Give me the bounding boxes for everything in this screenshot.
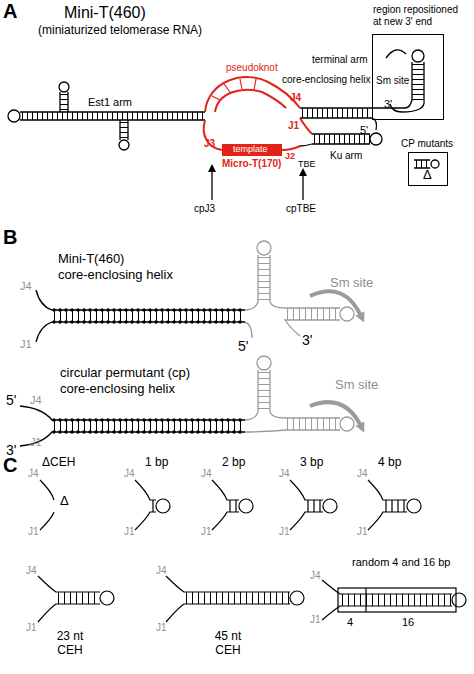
cp-sm-region	[245, 356, 362, 432]
length-label: 4	[347, 616, 353, 629]
end-label: 5'	[6, 392, 16, 408]
domain-label: pseudoknot	[226, 62, 278, 74]
box-heading: CP mutants	[401, 138, 453, 150]
junction-label: J1	[26, 622, 37, 634]
template-label: template	[233, 144, 268, 154]
construct-name: Mini-T(460)	[58, 252, 124, 267]
junction-label: J1	[310, 614, 321, 626]
junction-label: J1	[201, 526, 212, 538]
mutant-name: 45 nt CEH	[206, 630, 250, 658]
junction-label: J1	[30, 436, 42, 449]
junction-label: J4	[28, 468, 39, 480]
construct-subtitle: core-enclosing helix	[60, 382, 175, 397]
ceh-mutants	[38, 480, 466, 622]
junction-label: J4	[201, 468, 212, 480]
mutant-name: 4 bp	[378, 456, 401, 470]
deletion-mark: Δ	[423, 168, 432, 183]
permutation-site: cpTBE	[286, 203, 316, 215]
junction-label: J4	[357, 468, 368, 480]
mutant-box: CP mutantsΔ	[408, 152, 448, 186]
construct-subtitle: core-enclosing helix	[58, 268, 173, 283]
junction-label: J2	[285, 151, 295, 161]
permutation-site: cpJ3	[194, 203, 215, 215]
junction-label: J4	[156, 565, 167, 577]
panel-letter: B	[3, 226, 17, 249]
arm-label: terminal arm	[312, 54, 368, 66]
junction-label: J1	[279, 526, 290, 538]
junction-label: J1	[288, 120, 299, 132]
ceh-structure	[36, 290, 245, 342]
junction-label: J1	[20, 338, 32, 351]
sm-site-label: Sm site	[376, 75, 409, 87]
cp-ceh-structure	[20, 406, 245, 446]
arm-label: Ku arm	[330, 150, 362, 162]
panel-letter: C	[3, 454, 17, 477]
mutant-name: random 4 and 16 bp	[352, 556, 450, 569]
sm-site-label: Sm site	[335, 378, 378, 393]
mutant-name: 23 nt CEH	[48, 630, 92, 658]
region-box: region repositioned at new 3' endSm site	[372, 34, 444, 120]
mutant-name: ΔCEH	[42, 456, 75, 470]
junction-label: J1	[124, 526, 135, 538]
end-label: 3'	[302, 332, 312, 348]
sm-site-label: Sm site	[330, 276, 373, 291]
end-label: 3'	[384, 98, 392, 111]
mutant-name: 1 bp	[145, 456, 168, 470]
junction-label: J1	[357, 526, 368, 538]
mutant-name: 2 bp	[222, 456, 245, 470]
junction-label: J4	[310, 570, 321, 582]
construct-name: Mini-T(460)	[64, 4, 146, 22]
end-label: 5'	[238, 338, 248, 354]
construct-name: circular permutant (cp)	[60, 366, 190, 381]
junction-label: J1	[28, 526, 39, 538]
junction-label: J4	[30, 394, 42, 407]
junction-label: J4	[20, 280, 32, 293]
panel-letter: A	[3, 0, 17, 23]
deletion-mark: Δ	[60, 494, 69, 509]
element-label: TBE	[298, 159, 316, 169]
mini-t-structure	[8, 50, 439, 200]
junction-label: J1	[156, 622, 167, 634]
arm-label: Est1 arm	[88, 96, 132, 109]
micro-t-core	[204, 77, 312, 156]
junction-label: J4	[290, 92, 301, 104]
core-name: Micro-T(170)	[222, 158, 281, 170]
junction-label: J4	[26, 565, 37, 577]
mutant-name: 3 bp	[300, 456, 323, 470]
length-label: 16	[402, 616, 414, 629]
junction-label: J4	[124, 468, 135, 480]
junction-label: J4	[279, 468, 290, 480]
junction-label: J3	[204, 138, 215, 150]
end-label: 5'	[360, 124, 368, 137]
construct-subtitle: (miniaturized telomerase RNA)	[38, 24, 202, 38]
domain-label: core-enclosing helix	[282, 74, 370, 86]
box-heading: region repositioned at new 3' end	[373, 4, 465, 27]
